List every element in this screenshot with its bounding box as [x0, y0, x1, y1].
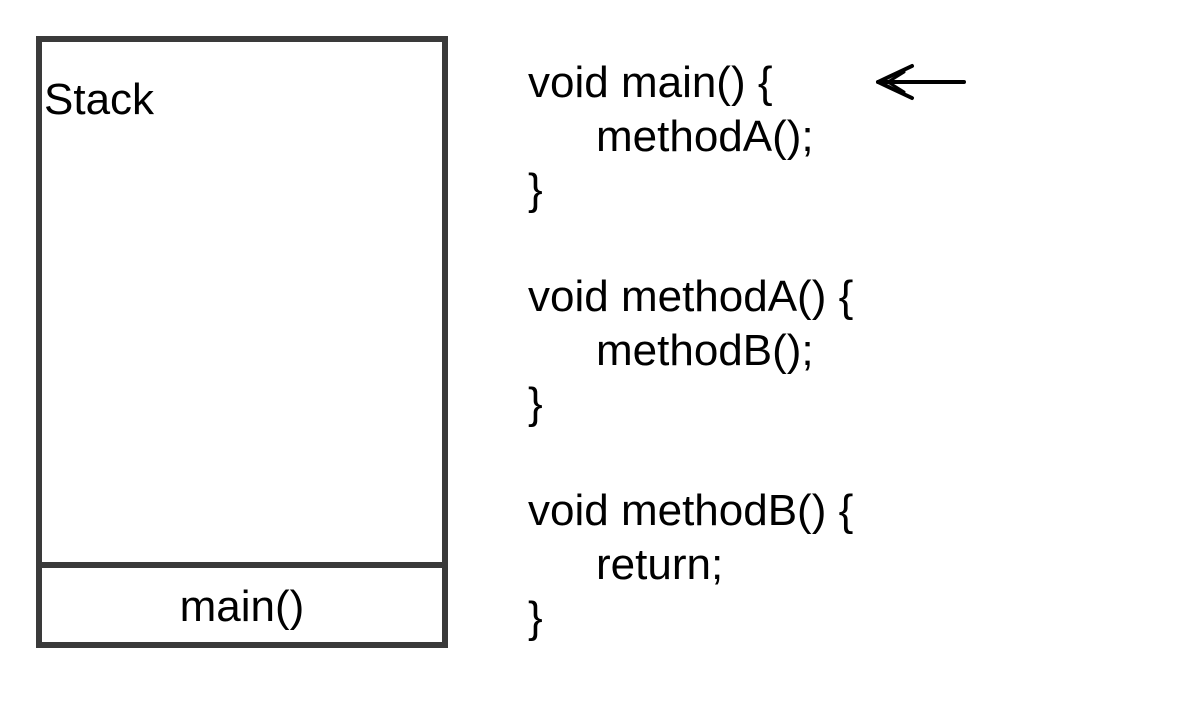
- code-line-blank: [528, 217, 853, 271]
- stack-frame-main: main(): [42, 562, 442, 642]
- code-line: }: [528, 593, 543, 642]
- code-line: return;: [596, 539, 724, 589]
- code-line: methodA();: [596, 111, 814, 161]
- code-listing: void main() { methodA(); } void methodA(…: [528, 56, 853, 645]
- stack-box: main(): [36, 36, 448, 648]
- code-line: methodB();: [596, 325, 814, 375]
- stack-title: Stack: [44, 75, 155, 124]
- code-line-blank: [528, 431, 853, 485]
- stack-frame-label: main(): [179, 582, 305, 631]
- arrow-left-icon: [876, 64, 966, 100]
- code-line: }: [528, 379, 543, 428]
- code-line: }: [528, 165, 543, 214]
- code-line: void main() {: [528, 58, 773, 107]
- code-line: void methodB() {: [528, 486, 854, 535]
- code-line: void methodA() {: [528, 272, 854, 321]
